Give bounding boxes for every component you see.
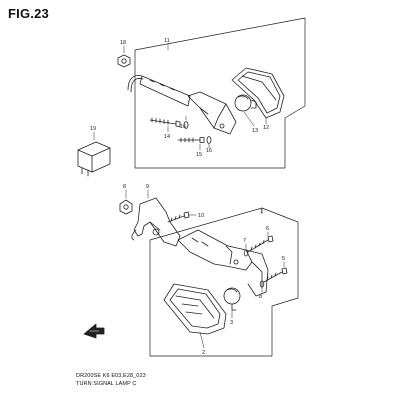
part-washer-7 [243, 249, 249, 257]
part-screw-15 [177, 137, 205, 143]
callout-3: 3 [230, 320, 233, 326]
callout-7: 7 [243, 238, 246, 244]
part-screw-5 [263, 267, 288, 283]
front-arrow-icon [83, 323, 105, 339]
callout-16a: 16 [180, 124, 186, 130]
leader-lines-upper [93, 43, 267, 151]
part-turn-signal-body-11 [127, 75, 237, 135]
part-screw-6 [247, 235, 274, 253]
part-lens-12 [231, 67, 285, 119]
figure-title: FIG.23 [8, 6, 49, 21]
model-code: DR200SE K6 E03,E28_023 [76, 373, 146, 379]
part-bulb-13 [234, 94, 257, 112]
callout-1: 1 [260, 209, 263, 215]
part-washer-16a [183, 121, 189, 129]
part-bulb-3 [223, 287, 241, 311]
callout-15: 15 [196, 152, 202, 158]
leader-lines-lower [125, 189, 285, 349]
callout-8b: 8 [259, 294, 262, 300]
part-nut-18 [117, 54, 131, 68]
callout-8a: 8 [123, 184, 126, 190]
part-washer-16b [206, 136, 212, 144]
part-relay-19 [77, 141, 111, 177]
figure-caption: TURN SIGNAL LAMP C [76, 381, 137, 387]
callout-12: 12 [263, 125, 269, 131]
part-turn-signal-body-1 [177, 229, 269, 297]
callout-13: 13 [252, 128, 258, 134]
part-screw-10 [167, 211, 190, 223]
part-washer-8b [259, 280, 265, 288]
callout-18: 18 [120, 40, 126, 46]
callout-6: 6 [266, 226, 269, 232]
callout-10: 10 [198, 213, 204, 219]
callout-14: 14 [164, 134, 170, 140]
part-bracket-9 [131, 197, 181, 247]
callout-9: 9 [146, 184, 149, 190]
callout-11: 11 [164, 38, 170, 44]
callout-5: 5 [282, 256, 285, 262]
callout-2: 2 [202, 350, 205, 356]
callout-16b: 16 [206, 148, 212, 154]
part-nut-8a [119, 199, 133, 215]
lower-assembly-outline [149, 207, 299, 357]
part-screw-14 [149, 117, 181, 128]
upper-assembly-outline [134, 17, 306, 169]
part-lens-2 [163, 283, 227, 335]
callout-19: 19 [90, 126, 96, 132]
